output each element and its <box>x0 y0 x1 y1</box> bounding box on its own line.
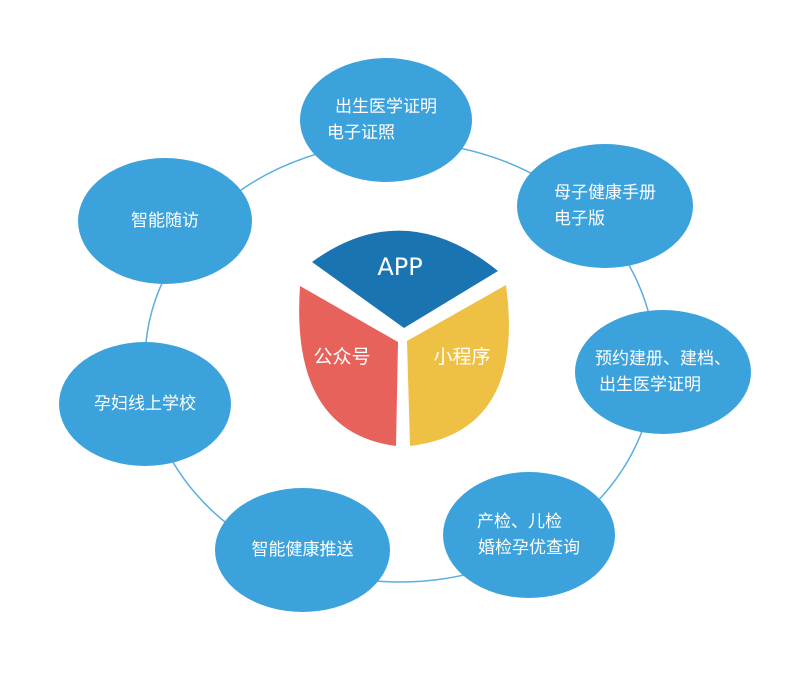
mch-handbook-line1: 母子健康手册 <box>554 183 656 203</box>
health-push-label: 智能健康推送 <box>251 540 354 560</box>
booking-line1: 预约建册、建档、 <box>595 349 731 369</box>
birth-certificate-line2: 电子证照 <box>327 123 395 143</box>
checkup-query-line2: 婚检孕优查询 <box>478 538 580 558</box>
xiaochengxu-segment <box>407 285 509 446</box>
birth-certificate-node[interactable]: 出生医学证明 电子证照 <box>300 58 472 182</box>
online-school-label: 孕妇线上学校 <box>94 394 196 414</box>
checkup-query-line1: 产检、儿检 <box>477 512 562 532</box>
checkup-query-node[interactable]: 产检、儿检 婚检孕优查询 <box>443 472 615 598</box>
booking-line2: 出生医学证明 <box>599 375 701 395</box>
health-push-node[interactable]: 智能健康推送 <box>215 488 390 612</box>
mch-handbook-node[interactable]: 母子健康手册 电子版 <box>517 144 693 268</box>
app-segment <box>312 230 498 328</box>
gongzhonghao-segment <box>299 286 398 446</box>
birth-certificate-line1: 出生医学证明 <box>335 97 437 117</box>
app-label[interactable]: APP <box>377 253 423 281</box>
online-school-node[interactable]: 孕妇线上学校 <box>59 342 231 466</box>
mch-handbook-line2: 电子版 <box>554 209 605 229</box>
xiaochengxu-label[interactable]: 小程序 <box>433 346 491 368</box>
gongzhonghao-label[interactable]: 公众号 <box>313 346 371 368</box>
booking-node[interactable]: 预约建册、建档、 出生医学证明 <box>575 310 751 434</box>
followup-label: 智能随访 <box>131 211 199 231</box>
followup-node[interactable]: 智能随访 <box>78 158 252 284</box>
